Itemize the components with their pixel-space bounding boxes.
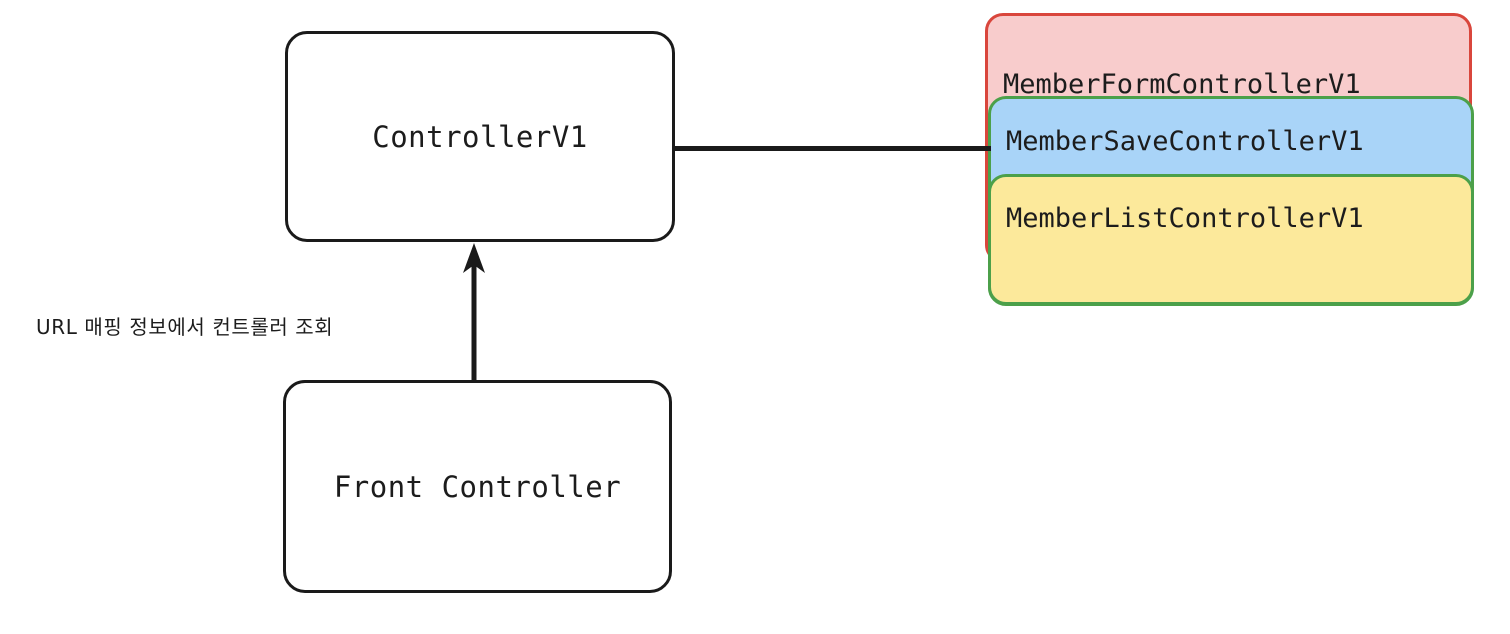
card-member-form-controller-v1-label: MemberFormControllerV1 — [1003, 69, 1361, 100]
card-member-save-controller-v1-label: MemberSaveControllerV1 — [1006, 126, 1364, 157]
up-arrow-icon — [452, 240, 496, 384]
connector-controller-to-implementations — [671, 146, 991, 151]
edge-label-url-mapping: URL 매핑 정보에서 컨트롤러 조회 — [36, 315, 334, 339]
card-member-list-controller-v1[interactable]: MemberListControllerV1 — [988, 174, 1474, 305]
node-front-controller[interactable]: Front Controller — [283, 380, 672, 593]
card-member-list-controller-v1-label: MemberListControllerV1 — [1006, 203, 1364, 234]
node-controller-v1-label: ControllerV1 — [372, 119, 588, 154]
node-controller-v1[interactable]: ControllerV1 — [285, 31, 675, 242]
node-front-controller-label: Front Controller — [333, 469, 622, 504]
